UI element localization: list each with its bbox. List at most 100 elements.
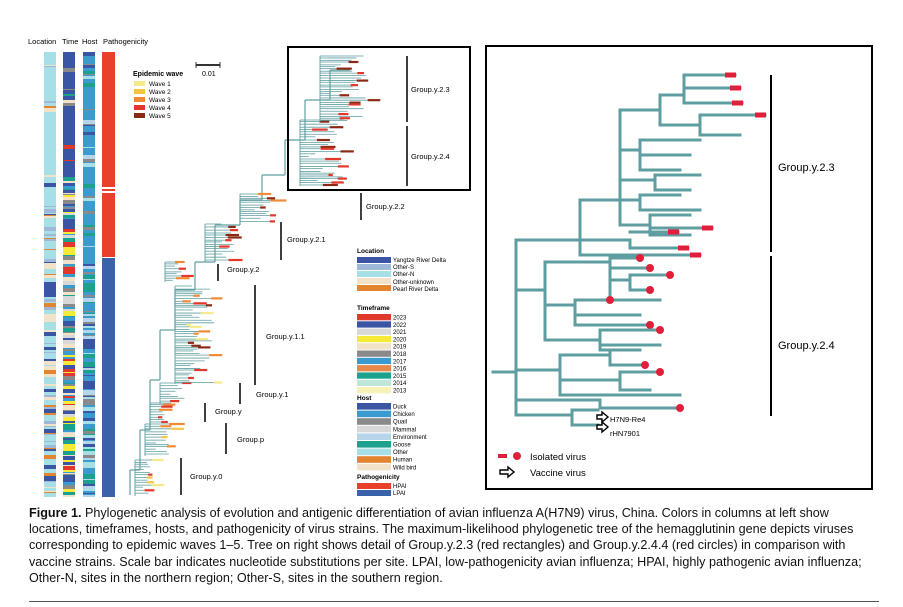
caption-label: Figure 1.: [29, 506, 82, 520]
vaccine-markers: H7N9-Re4 rHN7901: [596, 410, 645, 438]
timeframe-legend-title: Timeframe: [357, 305, 390, 312]
host-label-mammal: Mammal: [393, 427, 416, 433]
host-label-duck: Duck: [393, 405, 408, 411]
location-swatch-other-s: [357, 264, 391, 270]
host-label-goose: Goose: [393, 443, 411, 449]
timeframe-label-2021: 2021: [393, 330, 407, 336]
group-label-y-0: Group.y.0: [190, 472, 222, 481]
column-header-host: Host: [82, 37, 98, 46]
host-legend: Host DuckChickenQuailMammalEnvironmentGo…: [357, 395, 427, 471]
group-label-y-2-3: Group.y.2.3: [411, 85, 450, 94]
legend-vaccine-virus: Vaccine virus: [530, 468, 586, 479]
right-group-labels: Group.y.2.3 Group.y.2.4: [770, 75, 835, 416]
host-label-quail: Quail: [393, 420, 407, 426]
phylogenetic-figure: Location Time Host Pathogenicity Epidemi…: [28, 37, 873, 497]
host-swatch-chicken: [357, 410, 391, 418]
group-label-y-2: Group.y.2: [227, 265, 259, 274]
wave-3-swatch: [134, 97, 145, 102]
wave-5-swatch: [134, 113, 145, 118]
location-label-other-s: Other-S: [393, 265, 414, 271]
wave-3-label: Wave 3: [149, 97, 171, 104]
timeframe-swatch-2017: [357, 357, 391, 365]
figure-panel: Location Time Host Pathogenicity Epidemi…: [28, 37, 873, 497]
hpai-label: HPAI: [393, 484, 407, 490]
legend-isolated-virus: Isolated virus: [530, 452, 586, 463]
group-label-p: Group.p: [237, 435, 264, 444]
host-swatch-environment: [357, 433, 391, 440]
timeframe-swatch-2013: [357, 387, 391, 394]
timeframe-label-2016: 2016: [393, 367, 407, 373]
right-group-label-y-2-3: Group.y.2.3: [778, 162, 835, 174]
host-swatch-wild-bird: [357, 463, 391, 471]
location-swatch-yangtze: [357, 257, 391, 263]
host-legend-title: Host: [357, 395, 372, 402]
location-column: [44, 52, 56, 497]
wave-1-swatch: [134, 81, 145, 86]
lpai-label: LPAI: [393, 491, 406, 497]
timeframe-swatch-2014: [357, 379, 391, 386]
time-column: [63, 52, 75, 497]
right-detail-panel: [485, 45, 873, 490]
host-label-chicken: Chicken: [393, 412, 415, 418]
timeframe-label-2015: 2015: [393, 374, 407, 380]
pathogenicity-legend: Pathogenicity HPAI LPAI: [357, 474, 407, 497]
timeframe-legend: Timeframe 202320222021202020192018201720…: [357, 305, 407, 395]
epidemic-wave-title: Epidemic wave: [133, 71, 183, 78]
host-swatch-quail: [357, 418, 391, 425]
wave-2-swatch: [134, 89, 145, 94]
right-group-label-y-2-4: Group.y.2.4: [778, 340, 835, 352]
figure-caption: Figure 1. Phylogenetic analysis of evolu…: [29, 505, 879, 586]
epidemic-wave-legend: Epidemic wave Wave 1 Wave 2 Wave 3 Wave …: [133, 71, 183, 120]
isolated-circle-icon: [513, 452, 521, 460]
timeframe-label-2013: 2013: [393, 389, 407, 395]
timeframe-label-2020: 2020: [393, 337, 407, 343]
caption-text: Phylogenetic analysis of evolution and a…: [29, 506, 862, 585]
timeframe-swatch-2022: [357, 321, 391, 328]
caption-divider: [29, 601, 879, 602]
left-group-labels: Group.y.2.3 Group.y.2.4 Group.y.2.2 Grou…: [180, 56, 450, 495]
vaccine-label-rhn7901: rHN7901: [610, 429, 640, 438]
wave-1-label: Wave 1: [149, 81, 171, 88]
location-label-other-unknown: Other-unknown: [393, 280, 434, 286]
location-label-pearl-river: Pearl River Delta: [393, 287, 439, 293]
host-swatch-duck: [357, 403, 391, 410]
location-swatch-other-n: [357, 271, 391, 277]
scale-bar: 0.01: [195, 62, 221, 78]
hpai-swatch: [357, 483, 391, 489]
timeframe-label-2017: 2017: [393, 359, 407, 365]
left-phylogenetic-tree: [129, 55, 381, 496]
group-label-y-2-1: Group.y.2.1: [287, 235, 326, 244]
column-header-location: Location: [28, 37, 56, 46]
location-swatch-pearl-river: [357, 285, 391, 291]
vaccine-arrow-icon: [596, 410, 610, 424]
vaccine-arrow-icon: [499, 465, 516, 479]
column-header-pathogenicity: Pathogenicity: [103, 37, 148, 46]
right-panel-legend: Isolated virus Vaccine virus: [498, 452, 586, 479]
host-swatch-goose: [357, 441, 391, 448]
scale-bar-label: 0.01: [202, 71, 216, 78]
timeframe-swatch-2023: [357, 314, 391, 321]
timeframe-swatch-2021: [357, 328, 391, 335]
group-label-y: Group.y: [215, 407, 242, 416]
location-legend-title: Location: [357, 248, 384, 255]
pathogenicity-legend-title: Pathogenicity: [357, 474, 400, 481]
location-label-other-n: Other-N: [393, 272, 414, 278]
timeframe-swatch-2015: [357, 372, 391, 379]
vaccine-label-h7n9-re4: H7N9-Re4: [610, 415, 645, 424]
timeframe-label-2023: 2023: [393, 316, 407, 322]
isolated-rect-icon: [498, 454, 507, 458]
timeframe-swatch-2019: [357, 343, 391, 350]
pathogenicity-column: [102, 52, 115, 497]
lpai-swatch: [357, 490, 391, 496]
location-label-yangtze: Yangtze River Delta: [393, 258, 447, 264]
timeframe-swatch-2020: [357, 335, 391, 343]
wave-4-label: Wave 4: [149, 105, 171, 112]
host-label-wild-bird: Wild bird: [393, 465, 416, 471]
group-label-y-2-4: Group.y.2.4: [411, 152, 450, 161]
host-swatch-mammal: [357, 425, 391, 433]
location-swatch-other-unknown: [357, 278, 391, 284]
timeframe-label-2018: 2018: [393, 352, 407, 358]
host-label-human: Human: [393, 458, 412, 464]
right-phylogenetic-tree: [491, 72, 767, 427]
host-swatch-human: [357, 456, 391, 463]
